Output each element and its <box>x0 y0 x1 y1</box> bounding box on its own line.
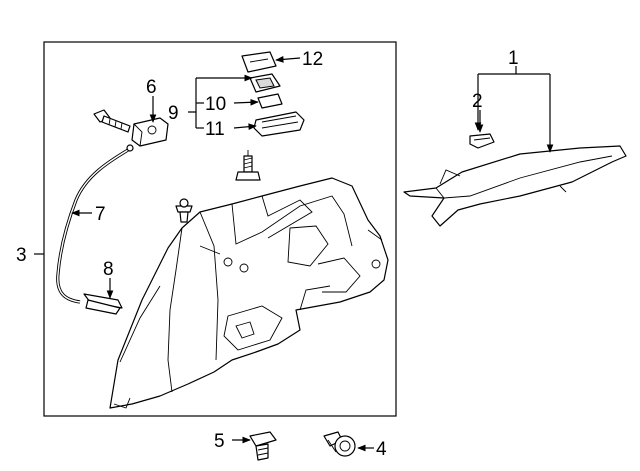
lamp-cover[interactable] <box>241 51 277 73</box>
callout-11: 11 <box>205 119 225 140</box>
bolt[interactable] <box>93 109 131 133</box>
upper-trim-panel[interactable] <box>403 145 627 227</box>
callout-7: 7 <box>95 204 106 225</box>
callout-8: 8 <box>103 259 114 280</box>
leader-12 <box>275 56 301 63</box>
leader-11 <box>233 123 257 131</box>
leader-9 <box>188 74 253 129</box>
trim-clip[interactable] <box>469 133 495 149</box>
callout-2: 2 <box>472 91 483 112</box>
lid-bracket[interactable] <box>131 117 169 147</box>
callout-4: 4 <box>376 439 387 460</box>
release-cable[interactable] <box>56 144 134 304</box>
leader-10 <box>233 98 259 106</box>
release-handle[interactable] <box>83 293 123 315</box>
callout-10: 10 <box>205 94 226 115</box>
callout-1: 1 <box>508 48 519 69</box>
callout-3: 3 <box>16 245 27 266</box>
retainer-4[interactable] <box>323 431 356 457</box>
screw[interactable] <box>235 150 261 181</box>
lamp-housing[interactable] <box>253 111 305 137</box>
leader-1 <box>474 66 554 153</box>
assembly-frame <box>43 41 397 417</box>
quarter-trim-panel[interactable] <box>109 177 389 409</box>
push-pin-5[interactable] <box>249 431 277 461</box>
push-clip[interactable] <box>175 198 193 223</box>
callout-6: 6 <box>146 77 157 98</box>
lamp-bulb[interactable] <box>257 93 283 109</box>
callout-5: 5 <box>214 431 225 452</box>
callout-12: 12 <box>302 49 323 70</box>
lamp-lens[interactable] <box>249 73 281 93</box>
callout-9: 9 <box>168 103 179 124</box>
